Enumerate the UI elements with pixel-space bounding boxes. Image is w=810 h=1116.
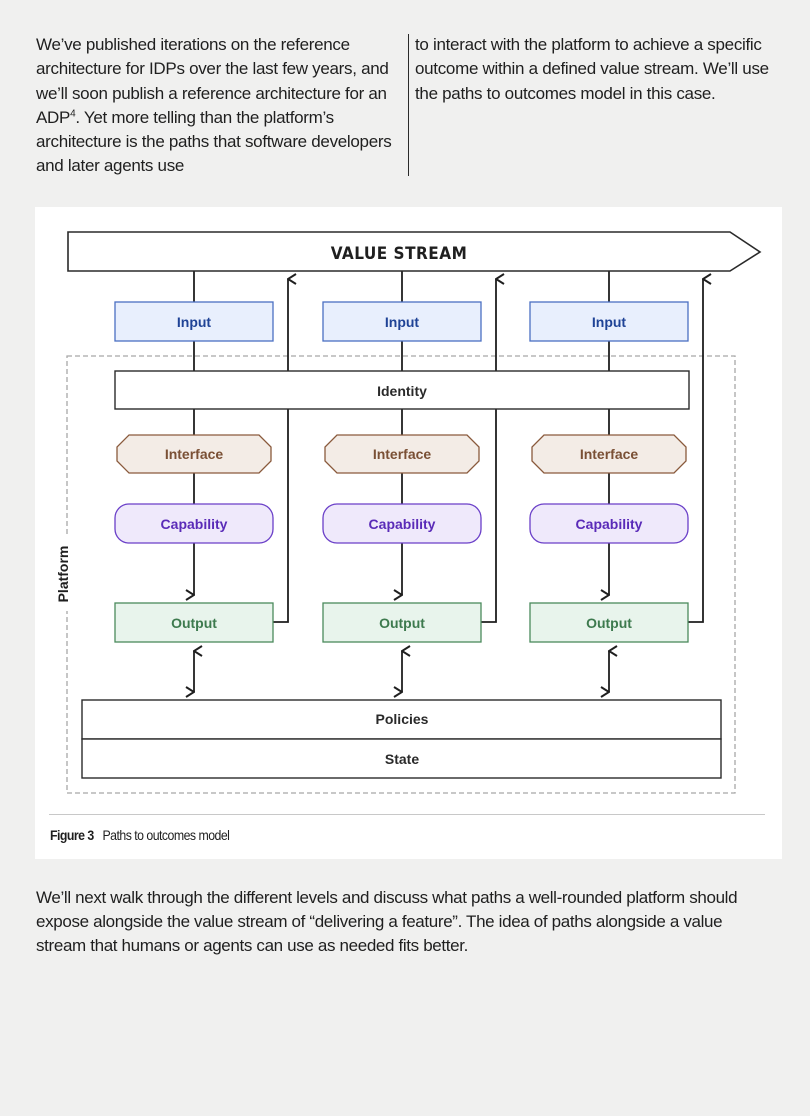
column-divider [408, 34, 409, 176]
identity-label: Identity [377, 383, 427, 399]
path-1-output-label: Output [171, 615, 217, 631]
footnote-marker[interactable]: 4 [70, 108, 76, 120]
paths-to-outcomes-diagram: Platform VALUE STREAM Identity InputInte… [53, 231, 762, 794]
path-1-capability-label: Capability [161, 516, 228, 532]
intro-left-text: We’ve published iterations on the refere… [36, 35, 389, 127]
path-1-output-box [114, 602, 274, 643]
figure-caption: Figure 3 Paths to outcomes model [50, 827, 230, 843]
identity-bar [114, 370, 690, 410]
path-1-return-arrow [273, 279, 288, 623]
platform-label-bg [53, 537, 79, 611]
policies-bar [81, 699, 722, 740]
path-3-output-box [529, 602, 689, 643]
path-1-capability-box [114, 503, 274, 544]
figure-divider [49, 814, 765, 815]
intro-left-column: We’ve published iterations on the refere… [36, 33, 408, 179]
figure-caption-text: Paths to outcomes model [102, 827, 230, 843]
path-1-input-box [114, 301, 274, 342]
path-1-interface-box [116, 434, 272, 474]
path-3-interface-label: Interface [580, 446, 639, 462]
state-bar [81, 738, 722, 779]
path-2-return-arrow [481, 279, 496, 623]
path-1-interface-label: Interface [165, 446, 224, 462]
platform-label: Platform [55, 546, 71, 603]
path-1-input-label: Input [177, 314, 212, 330]
figure-number: Figure 3 [50, 827, 94, 843]
path-3-input-label: Input [592, 314, 627, 330]
path-2-interface-label: Interface [373, 446, 432, 462]
path-2-output-box [322, 602, 482, 643]
value-stream-label: VALUE STREAM [331, 244, 468, 264]
path-2-interface-box [324, 434, 480, 474]
policies-label: Policies [376, 711, 429, 727]
path-3-output-label: Output [586, 615, 632, 631]
path-3-interface-box [531, 434, 687, 474]
path-2-output-label: Output [379, 615, 425, 631]
path-3-capability-box [529, 503, 689, 544]
path-2-input-label: Input [385, 314, 420, 330]
path-3-return-arrow [688, 279, 703, 623]
path-2-capability-box [322, 503, 482, 544]
path-2-input-box [322, 301, 482, 342]
path-2-capability-label: Capability [369, 516, 436, 532]
intro-left-text-cont: . Yet more telling than the platform’s a… [36, 107, 392, 176]
state-label: State [385, 751, 419, 767]
intro-right-column: to interact with the platform to achieve… [415, 35, 769, 103]
path-3-input-box [529, 301, 689, 342]
outro-paragraph: We’ll next walk through the different le… [36, 888, 738, 955]
path-3-capability-label: Capability [576, 516, 643, 532]
value-stream-banner [67, 231, 762, 272]
